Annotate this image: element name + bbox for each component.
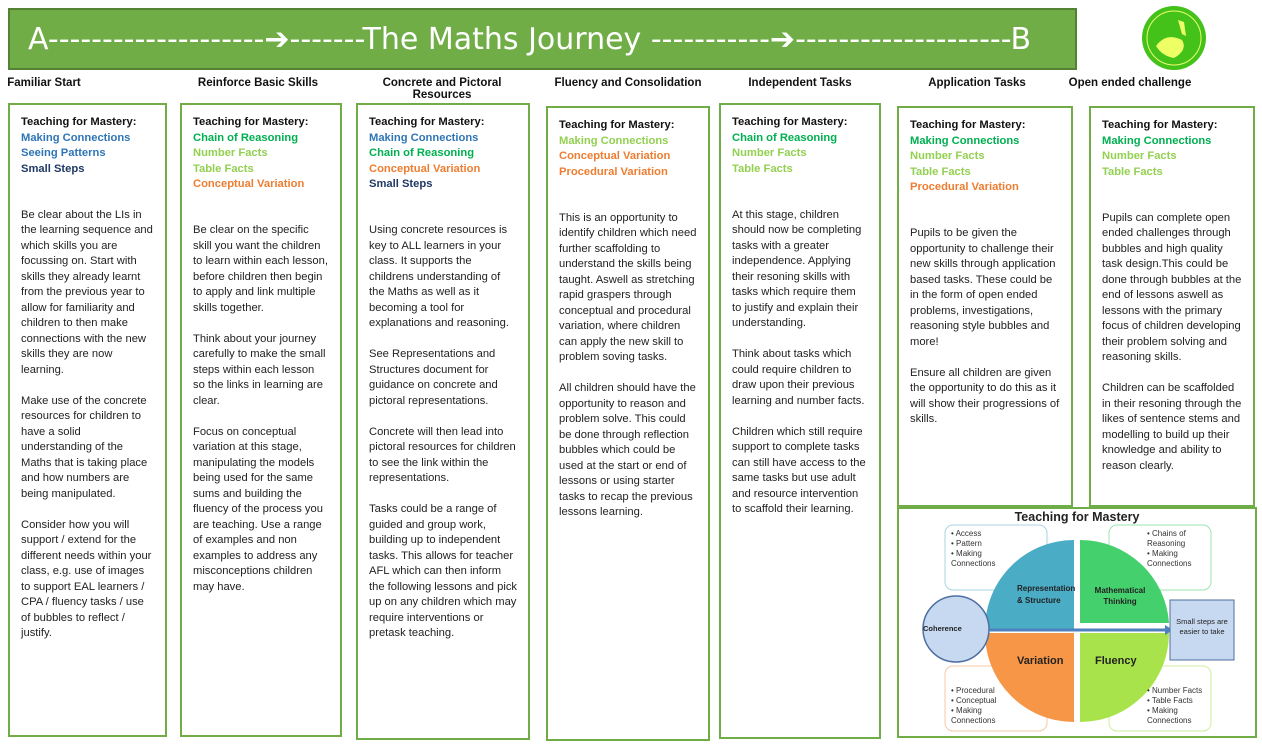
paragraph: Ensure all children are given the opport…	[910, 366, 1060, 426]
paragraph: Think about your journey carefully to ma…	[193, 332, 326, 407]
strand: Procedural Variation	[910, 181, 1019, 193]
paragraph: This is an opportunity to identify child…	[559, 211, 697, 364]
strand: Procedural Variation	[559, 165, 668, 178]
banner-title: A--------------------➔-------The Maths J…	[28, 21, 1032, 57]
tl-list: • Access• Pattern• Making Connections	[951, 529, 996, 568]
paragraph: Think about tasks which could require ch…	[732, 348, 865, 407]
label-variation: Variation	[1017, 655, 1064, 667]
teaching-for-mastery-diagram: Teaching for Mastery • Access• Pattern• …	[897, 507, 1257, 738]
strand: Number Facts	[732, 147, 807, 159]
tfm-label: Teaching for Mastery:	[21, 116, 137, 128]
paragraph: At this stage, children should now be co…	[732, 208, 862, 330]
tr-list: • Chains of Reasoning• Making Connection…	[1147, 529, 1192, 568]
br-list: • Number Facts• Table Facts• Making Conn…	[1147, 686, 1203, 725]
strand: Conceptual Variation	[559, 150, 671, 162]
strand: Making Connections	[559, 134, 669, 147]
tfm-label: Teaching for Mastery:	[732, 116, 848, 128]
journey-banner: A--------------------➔-------The Maths J…	[8, 8, 1077, 70]
paragraph: See Representations and Structures docum…	[369, 348, 498, 407]
label-small-steps: Small steps are easier to take	[1176, 617, 1228, 636]
heading-reinforce-basic-skills: Reinforce Basic Skills	[197, 77, 319, 89]
label-representation: Representation & Structure	[1017, 584, 1076, 605]
paragraph: Consider how you will support / extend f…	[21, 518, 152, 640]
paragraph: Children can be scaffolded in their reso…	[1102, 382, 1242, 472]
strand: Table Facts	[193, 162, 254, 175]
heading-fluency-consolidation: Fluency and Consolidation	[554, 77, 702, 89]
heading-open-ended-challenge: Open ended challenge	[1068, 77, 1192, 89]
strand: Number Facts	[1102, 150, 1177, 162]
strand: Making Connections	[21, 131, 131, 144]
strand: Making Connections	[369, 131, 479, 144]
strand: Number Facts	[910, 150, 985, 162]
label-coherence: Coherence	[923, 624, 962, 633]
paragraph: Focus on conceptual variation at this st…	[193, 425, 323, 593]
tfm-label: Teaching for Mastery:	[193, 116, 309, 128]
strand: Seeing Patterns	[21, 147, 106, 159]
strand: Chain of Reasoning	[193, 131, 299, 144]
strand: Small Steps	[21, 162, 85, 175]
strand: Table Facts	[1102, 165, 1163, 178]
paragraph: Pupils can complete open ended challenge…	[1102, 211, 1242, 364]
heading-concrete-pictoral: Concrete and Pictoral Resources	[382, 77, 502, 101]
heading-independent-tasks: Independent Tasks	[748, 77, 852, 89]
tfm-label: Teaching for Mastery:	[910, 119, 1026, 131]
paragraph: Children which still require support to …	[732, 425, 866, 516]
strand: Table Facts	[732, 162, 793, 175]
bl-list: • Procedural• Conceptual• Making Connect…	[951, 686, 997, 725]
tfm-label: Teaching for Mastery:	[369, 116, 485, 128]
strand: Conceptual Variation	[193, 178, 305, 190]
school-logo	[1142, 6, 1206, 70]
heading-familiar-start: Familiar Start	[7, 77, 81, 89]
strand: Chain of Reasoning	[369, 147, 475, 159]
strand: Making Connections	[1102, 134, 1212, 147]
strand: Table Facts	[910, 165, 971, 178]
heading-application-tasks: Application Tasks	[928, 77, 1026, 89]
strand: Chain of Reasoning	[732, 131, 838, 144]
paragraph: Be clear on the specific skill you want …	[193, 224, 328, 314]
strand: Conceptual Variation	[369, 162, 481, 175]
label-mathematical-thinking: Mathematical Thinking	[1094, 586, 1146, 606]
paragraph: All children should have the opportunity…	[559, 382, 696, 518]
strand: Small Steps	[369, 178, 433, 190]
paragraph: Make use of the concrete resources for c…	[21, 394, 148, 500]
tfm-label: Teaching for Mastery:	[1102, 119, 1218, 131]
paragraph: Pupils to be given the opportunity to ch…	[910, 227, 1056, 348]
quadrant-representation	[985, 540, 1074, 629]
label-fluency: Fluency	[1095, 655, 1137, 667]
paragraph: Using concrete resources is key to ALL l…	[369, 224, 509, 329]
diagram-title: Teaching for Mastery	[1014, 510, 1140, 524]
paragraph: Tasks could be a range of guided and gro…	[369, 503, 518, 639]
paragraph: Concrete will then lead into pictoral re…	[369, 425, 516, 485]
strand: Making Connections	[910, 134, 1020, 147]
paragraph: Be clear about the LIs in the learning s…	[21, 208, 153, 376]
strand: Number Facts	[193, 147, 268, 159]
tfm-label: Teaching for Mastery:	[559, 119, 675, 131]
